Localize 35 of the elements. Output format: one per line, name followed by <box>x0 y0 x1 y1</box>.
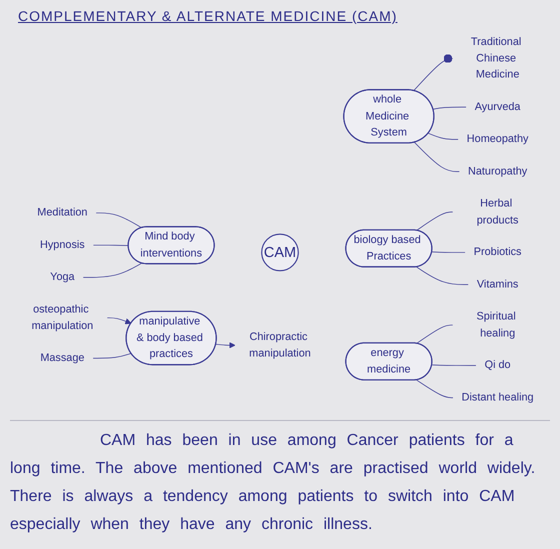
node-text: Chiropractic manipulation <box>249 330 311 360</box>
connector <box>93 244 129 246</box>
node-text: osteopathic manipulation <box>32 302 94 332</box>
title: COMPLEMENTARY & ALTERNATE MEDICINE (CAM) <box>18 8 398 24</box>
node-text: Meditation <box>37 206 88 219</box>
connector <box>432 106 466 110</box>
node-text: Ayurveda <box>474 100 520 113</box>
node-text: Naturopathy <box>468 164 528 178</box>
node-text: Yoga <box>50 270 75 284</box>
node-text: Herbal products <box>476 197 518 226</box>
node-text: Vitamins <box>476 278 518 290</box>
arrow <box>216 342 236 348</box>
connector <box>92 353 132 359</box>
connector <box>416 324 454 344</box>
connector <box>413 54 454 92</box>
node-text: Traditional Chinese Medicine <box>470 36 522 81</box>
arrow <box>106 317 132 324</box>
connector <box>432 252 466 253</box>
connector <box>432 364 476 366</box>
connector <box>416 266 469 286</box>
connector <box>82 262 142 278</box>
caption: CAM has been in use among Cancer patients for a long time. The above mentioned CAM's are practised world widely. There is always a tendency among patients to switch into CAM especially when they have any chronic illness. <box>10 420 550 539</box>
node-text: Hypnosis <box>40 238 85 251</box>
connector <box>96 212 142 228</box>
node-text: Massage <box>40 352 84 364</box>
connector <box>416 212 454 231</box>
node-text: Probiotics <box>474 246 522 258</box>
node-text: Spiritual healing <box>476 310 516 339</box>
connector <box>428 132 458 140</box>
connector <box>416 380 454 398</box>
node-circle: CAM <box>261 234 299 272</box>
node-text: Distant healing <box>462 391 534 404</box>
node-text: Homeopathy <box>466 132 528 146</box>
connector <box>414 142 460 172</box>
node-text: Qi do <box>484 358 511 372</box>
